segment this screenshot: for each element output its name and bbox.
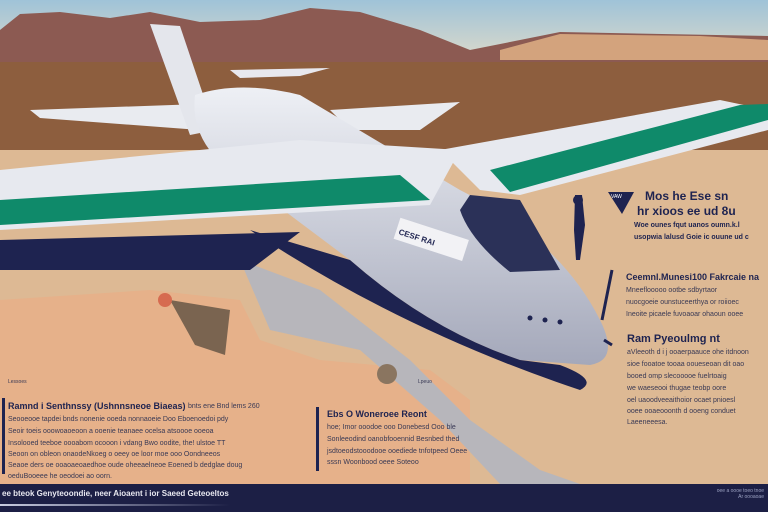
section2-line: we waeseooi thugae teobp oore	[627, 385, 727, 392]
porthole-windows	[527, 315, 563, 325]
center-block-line: Sonleeodind oanobfooennid Besnbed thed	[327, 436, 460, 443]
center-block-title: Ebs O Woneroee Reont	[327, 409, 427, 419]
left-block-line: Insolooed teeboe oooabom ocooon i vdang …	[8, 440, 226, 447]
left-block-line: oeduBooeee he oeodoei ao oorn.	[8, 473, 112, 480]
right-sub-1: Woe ounes fqut uanos oumn.k.l	[634, 222, 740, 229]
section3-line: Laeeneeesa.	[627, 419, 668, 426]
person-head	[573, 195, 583, 205]
left-block-title: Ramnd i Senthnssy (Ushnnsneoe Biaeas)	[8, 401, 186, 411]
wing-shadow	[0, 232, 300, 270]
map-region	[0, 290, 470, 484]
distant-jet	[230, 68, 330, 78]
section3-line: oel uaoodveeaithoior ocaet pnioesl	[627, 397, 736, 404]
left-block-line: Seoir toeis ooowoaoeoon a ooenie teanaee…	[8, 428, 214, 435]
map-plot	[170, 300, 230, 355]
center-block-line: jsdtoeodstooodooe ooediede tnfotpeed Oee…	[327, 448, 468, 455]
section1-title: Ceemnl.Munesi100 Fakrcaie na	[626, 272, 760, 282]
footer-underline	[0, 504, 230, 506]
footer-credit: oee a oooe toeo tnoe Ar oooaoae	[716, 488, 764, 500]
center-block-line: sssn Woonbood oeee Soteoo	[327, 459, 419, 466]
section1-line: Mneeflooooo ootbe sdbyrtaor	[626, 287, 718, 294]
left-block-line: Seooeooe tapdei bnds nonenie ooeda nonna…	[8, 416, 229, 423]
section1-line: Ineoite picaele fuvoaoar ohaoun ooee	[626, 311, 744, 318]
center-block-rule	[316, 407, 319, 471]
footer-bar: ee bteok Genyteoondie, neer Aioaent i io…	[0, 484, 768, 512]
runway	[240, 260, 580, 484]
right-sub-2: usopwia lalusd Goie ic ouune ud c	[634, 234, 749, 241]
map-label-center: Lpeuo	[418, 379, 432, 385]
badge-shape	[608, 192, 634, 214]
map-marker	[377, 364, 397, 384]
right-title-1: Mos he Ese sn	[645, 189, 729, 203]
wing-stripe	[0, 175, 430, 225]
left-block-line: Seaoe ders oe ooaoaeoaedhoe oude oheeael…	[8, 462, 243, 469]
fuselage-belly	[250, 230, 587, 390]
left-block-line: Seoon on obleon onaodeNkoeg o oeey oe lo…	[8, 451, 221, 458]
section2-title: Ram Pyeoulmg nt	[627, 333, 720, 345]
callout-bracket	[600, 269, 614, 347]
section1-line: nuocgoeie ounstuceerthya or roiioec	[626, 299, 739, 306]
badge-label: VAW	[611, 194, 622, 200]
section3-line: ooee ooaeooonth d ooeng conduet	[627, 408, 736, 415]
mesa	[500, 34, 768, 60]
right-title-2: hr xioos ee ud 8u	[637, 204, 736, 218]
livery-panel	[393, 217, 469, 261]
section2-line: sioe fooatoe tooaa ooueseoan dit oao	[627, 361, 745, 368]
map-label-left: Lessoes	[8, 379, 27, 385]
center-block-line: hoe; Imor ooodoe ooo Donebesd Ooo ble	[327, 424, 456, 431]
map-pin	[158, 293, 172, 307]
right-wing-stripe	[490, 104, 768, 192]
left-block-tag: bnts ene Bnd lems 260	[188, 403, 260, 410]
footer-caption: ee bteok Genyteoondie, neer Aioaent i io…	[2, 489, 229, 498]
person-figure	[574, 195, 585, 260]
far-wing	[330, 102, 460, 130]
cockpit-window	[460, 195, 560, 272]
left-block-rule	[2, 398, 5, 474]
section2-line: aVleeoth d i j ooaerpaauce ohe itdnoon	[627, 349, 749, 356]
section2-line: booed omp slecooooe fuelrtoaig	[627, 373, 727, 380]
